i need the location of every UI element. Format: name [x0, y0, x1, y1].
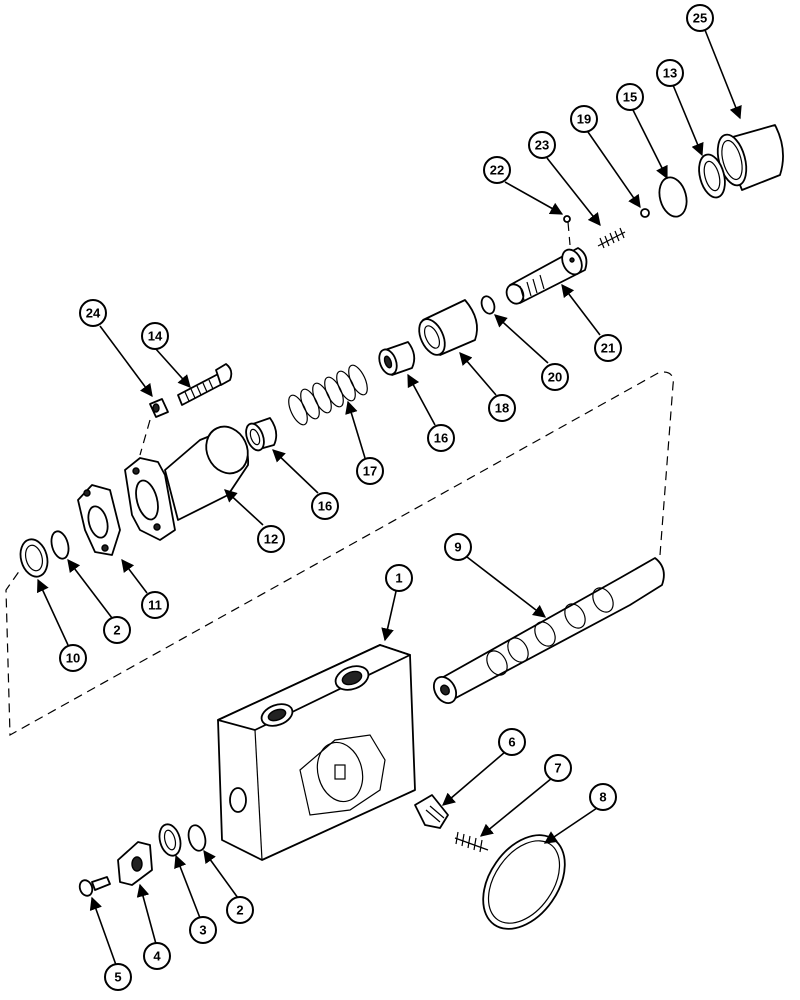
bolt-dashed-line — [139, 419, 151, 456]
callout-label: 18 — [495, 401, 509, 416]
callout-13: 13 — [656, 59, 684, 87]
callout-label: 25 — [693, 11, 707, 26]
callout-label: 5 — [114, 970, 121, 985]
callout-19: 19 — [570, 105, 598, 133]
callout-label: 4 — [153, 949, 161, 964]
part-16-lower-washer — [245, 417, 278, 452]
callout-2-lower: 2 — [226, 896, 254, 924]
callout-2-upper: 2 — [103, 616, 131, 644]
callout-label: 7 — [554, 761, 561, 776]
callout-23: 23 — [528, 131, 556, 159]
callout-label: 3 — [199, 923, 206, 938]
callout-24: 24 — [79, 299, 107, 327]
callout-22: 22 — [483, 156, 511, 184]
callout-label: 13 — [663, 66, 677, 81]
callout-label: 10 — [66, 651, 80, 666]
callout-1: 1 — [385, 564, 413, 592]
callout-label: 23 — [535, 138, 549, 153]
callout-label: 12 — [264, 532, 278, 547]
callout-5: 5 — [104, 963, 132, 991]
part-14-bolt — [177, 363, 233, 406]
callout-10: 10 — [59, 644, 87, 672]
part-18-sleeve — [418, 299, 478, 356]
callout-16-upper: 16 — [427, 424, 455, 452]
part-10-seal — [19, 538, 49, 578]
part-21-threaded-shaft — [505, 247, 588, 305]
callout-9: 9 — [444, 533, 472, 561]
part-16-upper-washer — [378, 341, 416, 376]
callout-label: 14 — [148, 329, 163, 344]
callout-label: 8 — [599, 790, 606, 805]
callout-label: 15 — [623, 90, 637, 105]
callout-label: 17 — [363, 464, 377, 479]
part-6-plug — [414, 794, 449, 829]
part-20-oring — [480, 295, 496, 315]
part-13-ring — [698, 153, 726, 199]
callout-25: 25 — [686, 4, 714, 32]
part-15-disc — [658, 176, 688, 218]
callout-label: 20 — [548, 370, 562, 385]
part-2-upper-oring — [50, 530, 70, 560]
callout-label: 24 — [86, 306, 101, 321]
part-19-ball — [640, 208, 650, 218]
part-24-nut — [149, 398, 169, 418]
callout-12: 12 — [257, 525, 285, 553]
callout-21: 21 — [594, 334, 622, 362]
callout-label: 2 — [113, 623, 120, 638]
assembly-dashed-line — [5, 371, 674, 737]
callout-18: 18 — [488, 394, 516, 422]
callout-label: 6 — [508, 735, 515, 750]
callout-4: 4 — [143, 942, 171, 970]
part-4-plate — [117, 841, 153, 886]
ball-dashed-line — [567, 221, 571, 246]
callout-11: 11 — [141, 591, 169, 619]
callout-label: 16 — [318, 499, 332, 514]
part-22-ball — [563, 215, 571, 223]
leader-lines — [37, 29, 742, 966]
callout-20: 20 — [541, 363, 569, 391]
callout-label: 21 — [601, 341, 615, 356]
part-12-housing — [124, 425, 249, 541]
part-11-flange — [77, 484, 121, 556]
callout-label: 16 — [434, 431, 448, 446]
callout-17: 17 — [356, 457, 384, 485]
callout-label: 9 — [454, 540, 461, 555]
callout-8: 8 — [589, 783, 617, 811]
part-3-seal — [158, 823, 182, 857]
callout-label: 19 — [577, 112, 591, 127]
callout-3: 3 — [189, 916, 217, 944]
part-2-lower-oring — [187, 824, 207, 852]
callout-7: 7 — [544, 754, 572, 782]
callout-label: 11 — [148, 598, 162, 613]
part-1-valve-body — [217, 644, 416, 861]
part-7-spring — [454, 831, 489, 853]
callout-6: 6 — [498, 728, 526, 756]
part-17-spring — [288, 364, 368, 426]
part-8-oring — [482, 834, 566, 930]
callout-label: 1 — [395, 571, 402, 586]
callout-label: 22 — [490, 163, 504, 178]
callout-15: 15 — [616, 83, 644, 111]
part-9-spool — [432, 557, 665, 705]
part-5-screw — [78, 876, 111, 897]
callout-label: 2 — [236, 903, 243, 918]
part-23-spring — [597, 227, 626, 249]
callout-14: 14 — [141, 322, 169, 350]
callout-16-lower: 16 — [311, 492, 339, 520]
